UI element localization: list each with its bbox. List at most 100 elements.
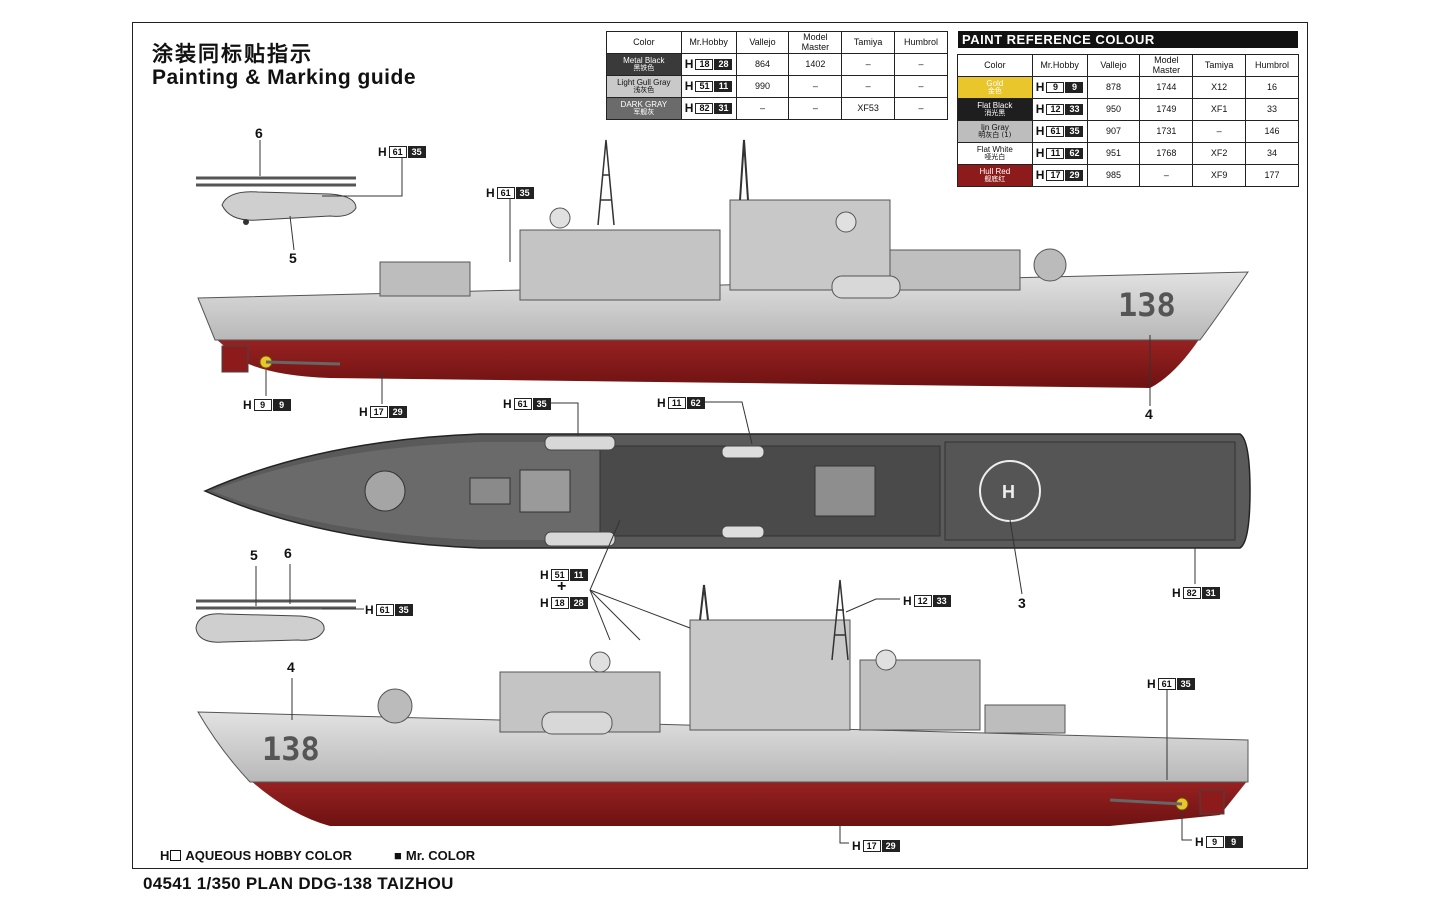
paint-reference-table: Color Mr.Hobby Vallejo Model Master Tami… [957, 54, 1299, 187]
bow-turret [364, 470, 406, 512]
leader-heli1-top [322, 152, 403, 197]
guide-frame [132, 22, 1308, 869]
mast-lattice-bottom [831, 579, 849, 661]
launcher-mid [519, 469, 571, 513]
color-name-cn: 消光黑 [984, 109, 1006, 118]
tube-port [544, 435, 616, 451]
tube-starboard [544, 531, 616, 547]
mast-main-top [739, 139, 749, 201]
legend-square-icon: ■ [394, 848, 402, 863]
paint-reference-title: PAINT REFERENCE COLOUR [958, 31, 1298, 48]
color-name-en: Metal Black [623, 55, 665, 65]
color-name-en: Light Gull Gray [617, 77, 671, 87]
title-english: Painting & Marking guide [152, 66, 417, 89]
rudder-top [221, 345, 249, 373]
leader-deck-mid [702, 401, 753, 445]
part-num-heli1-rotor: 6 [255, 125, 263, 141]
color-name-cn: 金色 [987, 87, 1002, 96]
hull-gray-bottom [197, 711, 1249, 783]
lifeboat-starboard [721, 525, 765, 539]
helicopter-bottom [195, 599, 356, 643]
color-name-cn: 哑光白 [984, 153, 1006, 162]
color-name-en: Gold [986, 78, 1004, 88]
foredeck [212, 442, 600, 540]
color-name-cn: 明灰白 (1) [978, 131, 1012, 140]
legend-box-icon [170, 850, 182, 861]
superstructure-top-2 [519, 229, 721, 301]
humbrol-code: 177 [1245, 164, 1299, 187]
bow-gun-bottom [377, 688, 413, 724]
superstructure-bot-2 [689, 619, 851, 731]
footer-title: 04541 1/350 PLAN DDG-138 TAIZHOU [143, 874, 454, 893]
heli-wheel-1 [243, 219, 249, 225]
part-num-bow-top: 4 [1145, 406, 1153, 422]
color-name-en: Ijn Gray [980, 122, 1009, 132]
paint-table-small: Color Mr.Hobby Vallejo Model Master Tami… [606, 31, 948, 120]
mast-lattice-top [597, 139, 615, 226]
hull-red-top [215, 338, 1200, 388]
radome-top-2 [835, 211, 857, 233]
radome-bot-1 [589, 651, 611, 673]
color-name-cn: 浅灰色 [633, 86, 655, 95]
humbrol-code: – [894, 97, 948, 120]
legend-mrcolor: ■Mr. COLOR [394, 848, 475, 863]
legend-mr-label: Mr. COLOR [405, 848, 476, 863]
part-num-heli2-a: 5 [250, 547, 258, 563]
callout-combo-plus: + [557, 578, 567, 595]
mast-main-bottom [699, 584, 709, 621]
aft-launcher [814, 465, 876, 517]
radome-bot-2 [875, 649, 897, 671]
superstructure-bot-3 [859, 659, 981, 731]
helideck [944, 441, 1236, 541]
color-name-en: Hull Red [979, 166, 1011, 176]
superstructure-top-3 [729, 199, 891, 291]
leader-prop-bottom [1181, 810, 1192, 841]
color-name-en: DARK GRAY [620, 99, 668, 109]
heli-body-2 [195, 613, 325, 643]
hull-red-bottom [250, 780, 1248, 826]
vallejo-code: – [735, 97, 790, 120]
shaft-top [265, 360, 341, 366]
part-num-bow-bottom: 4 [287, 659, 295, 675]
leader-deck-left [548, 402, 579, 436]
title-chinese: 涂装同标贴指示 [152, 42, 313, 66]
color-name-en: Flat White [976, 144, 1013, 154]
color-name-cn: 黑铁色 [633, 64, 655, 73]
part-num-helipad: 3 [1018, 595, 1026, 611]
leader-combo-1 [589, 519, 621, 591]
hull-gray-top [197, 271, 1249, 341]
lifeboat-top [831, 275, 901, 299]
part-num-heli2-b: 6 [284, 545, 292, 561]
leader-heli1-body [289, 215, 295, 251]
legend-aqueous-prefix: H [160, 848, 170, 863]
leader-lines [255, 140, 1196, 844]
lifeboat-port [721, 445, 765, 459]
deck-superstructure [599, 445, 941, 537]
color-name-cn: 舰底红 [984, 175, 1006, 184]
deck-view: H [203, 433, 1251, 549]
leader-mast-bottom [845, 598, 900, 613]
leader-helipad [1009, 519, 1023, 595]
